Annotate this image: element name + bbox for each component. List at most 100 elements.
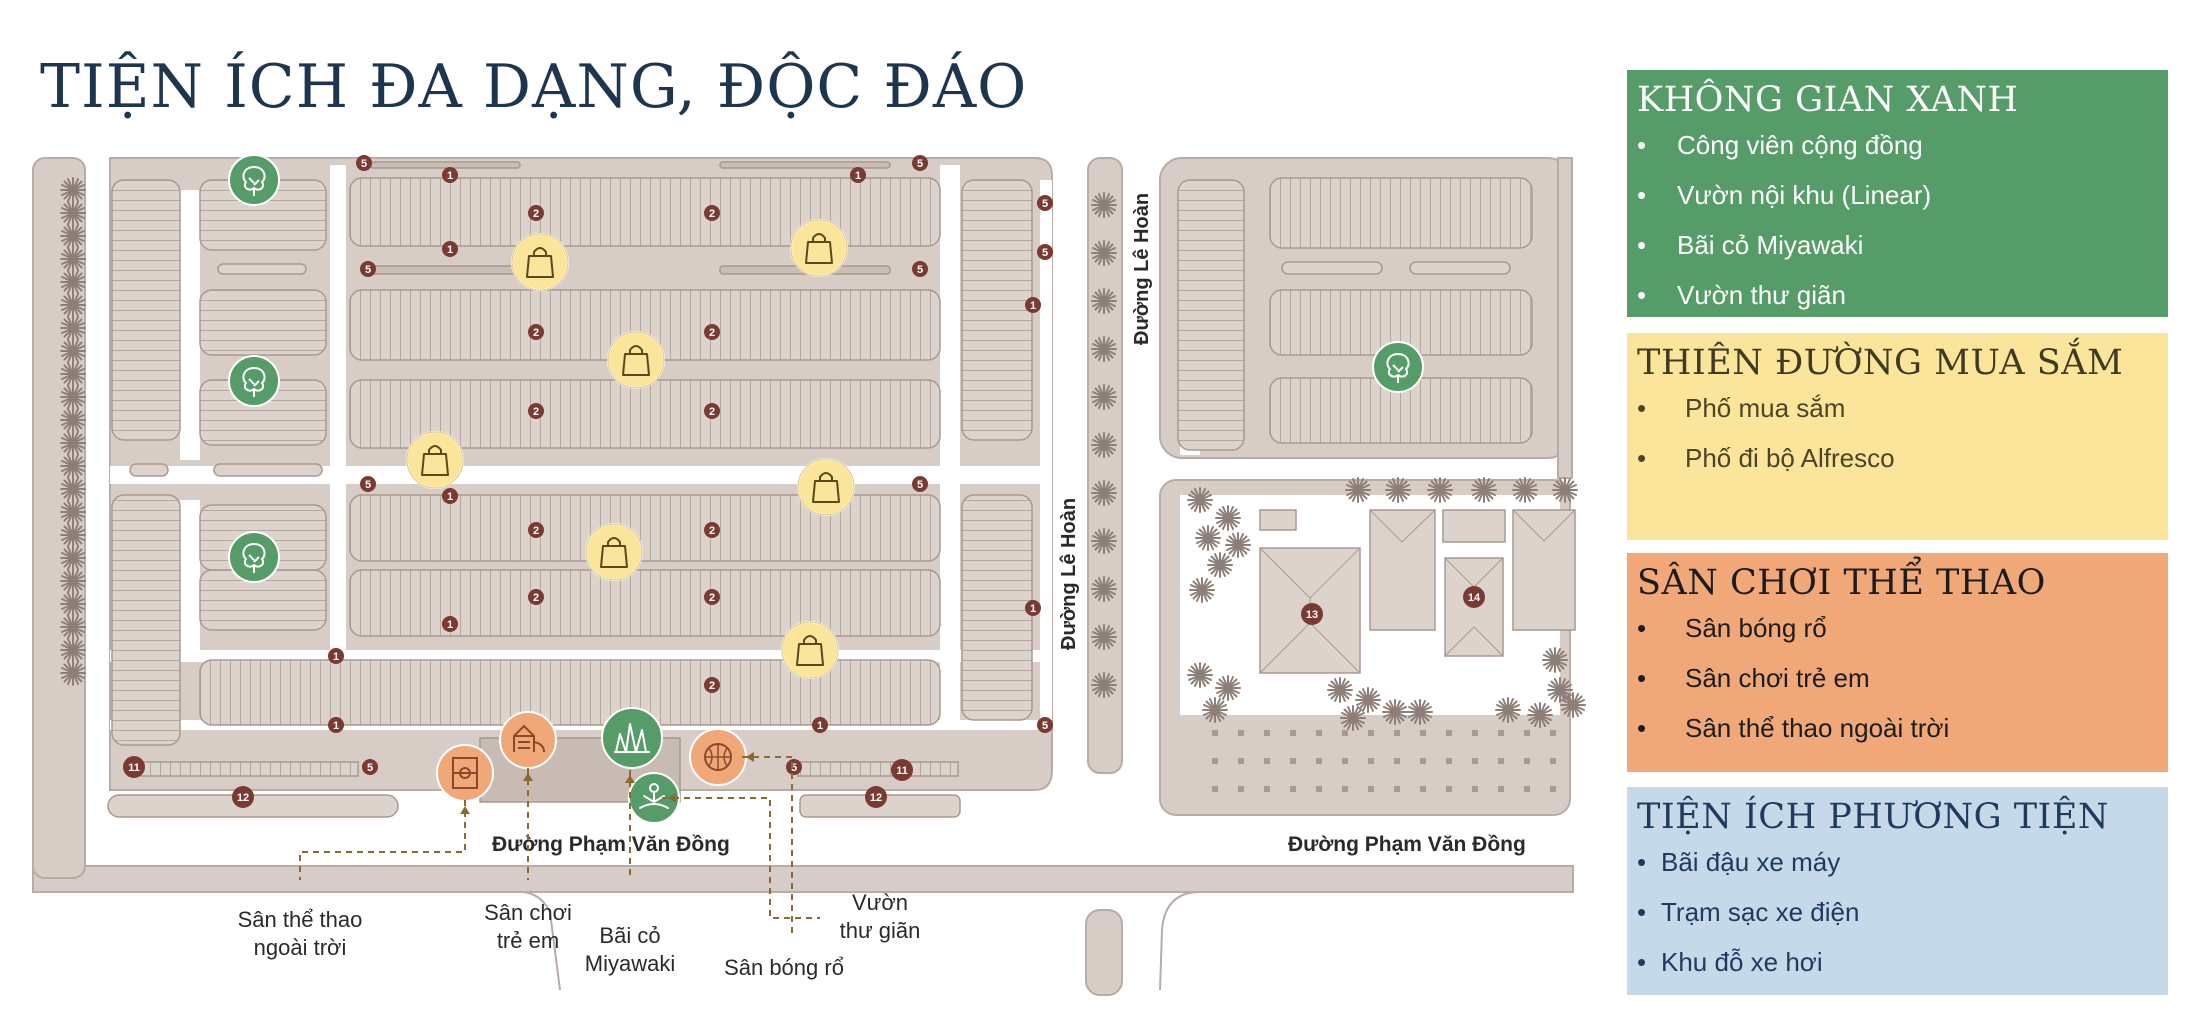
tree-icon[interactable] — [228, 531, 280, 583]
svg-text:5: 5 — [365, 479, 371, 491]
svg-text:5: 5 — [917, 264, 923, 276]
svg-text:12: 12 — [237, 792, 249, 804]
shopping-bag-icon[interactable] — [790, 219, 848, 277]
lot-number-badge: 1 — [1025, 600, 1041, 616]
lot-number-badge: 1 — [1025, 297, 1041, 313]
svg-text:1: 1 — [333, 651, 339, 663]
lot-number-badge: 5 — [356, 155, 372, 171]
tree-symbol — [1187, 487, 1213, 513]
svg-text:2: 2 — [533, 525, 539, 537]
lot-number-badge: 1 — [442, 488, 458, 504]
svg-text:13: 13 — [1306, 609, 1318, 621]
tree-symbol — [1091, 288, 1117, 314]
lot-number-badge: 5 — [1037, 195, 1053, 211]
lot-number-badge: 5 — [362, 759, 378, 775]
tree-symbol — [1215, 505, 1241, 531]
tree-symbol — [60, 499, 86, 525]
legend-item: Sân bóng rổ — [1637, 613, 2158, 643]
tree-symbol — [60, 223, 86, 249]
tree-symbol — [1202, 697, 1228, 723]
lot-number-badge: 5 — [912, 155, 928, 171]
lot-number-badge: 2 — [528, 522, 544, 538]
svg-text:1: 1 — [1030, 603, 1036, 615]
lot-number-badge: 1 — [442, 167, 458, 183]
grass-icon[interactable] — [601, 707, 663, 769]
svg-text:5: 5 — [367, 762, 373, 774]
shopping-bag-icon[interactable] — [607, 331, 665, 389]
svg-text:1: 1 — [447, 491, 453, 503]
callout-miyawaki-line2: Miyawaki — [585, 951, 675, 976]
svg-text:14: 14 — [1468, 592, 1481, 604]
tree-symbol — [1527, 702, 1553, 728]
tree-symbol — [1091, 336, 1117, 362]
tree-symbol — [1345, 477, 1371, 503]
svg-text:2: 2 — [533, 327, 539, 339]
svg-text:1: 1 — [447, 619, 453, 631]
lot-number-badge: 2 — [528, 403, 544, 419]
lot-number-badge: 2 — [704, 324, 720, 340]
svg-text:5: 5 — [1042, 247, 1048, 259]
callout-outdoor-sports-line2: ngoài trời — [254, 935, 347, 960]
legend-item: Phố mua sắm — [1637, 393, 2158, 423]
shopping-bag-icon[interactable] — [406, 431, 464, 489]
legend-title-shopping: THIÊN ĐƯỜNG MUA SẮM — [1637, 343, 2124, 383]
tree-icon[interactable] — [228, 355, 280, 407]
playground-icon[interactable] — [499, 711, 557, 769]
svg-text:1: 1 — [817, 720, 823, 732]
lot-number-badges: 1112222222222211111111555555555551111121… — [123, 155, 1485, 808]
svg-text:1: 1 — [447, 170, 453, 182]
tree-symbol — [1215, 675, 1241, 701]
svg-text:2: 2 — [709, 592, 715, 604]
tree-symbol — [60, 430, 86, 456]
callout-kids-playground-line1: Sân chơi — [484, 900, 572, 925]
legend-item: Vườn nội khu (Linear) — [1637, 180, 2158, 210]
tree-symbol — [60, 660, 86, 686]
tree-symbol — [60, 177, 86, 203]
shopping-bag-icon[interactable] — [781, 621, 839, 679]
legend-item: Trạm sạc xe điện — [1637, 897, 2158, 927]
lot-number-badge: 2 — [704, 403, 720, 419]
tree-symbol — [1512, 477, 1538, 503]
lot-number-badge: 5 — [360, 261, 376, 277]
svg-text:5: 5 — [791, 762, 797, 774]
lot-number-badge: 1 — [328, 717, 344, 733]
svg-text:2: 2 — [533, 592, 539, 604]
svg-text:11: 11 — [896, 765, 908, 777]
site-plan-map: 1112222222222211111111555555555551111121… — [32, 154, 1586, 996]
shopping-bag-icon[interactable] — [585, 523, 643, 581]
legend-item: Vườn thư giãn — [1637, 280, 2158, 310]
sports-field-icon[interactable] — [436, 744, 494, 802]
tree-symbol — [1542, 647, 1568, 673]
lot-number-badge: 5 — [360, 476, 376, 492]
legend-item: Sân thể thao ngoài trời — [1637, 713, 2158, 743]
tree-symbol — [60, 614, 86, 640]
lot-number-badge: 11 — [123, 756, 145, 778]
tree-symbol — [1552, 477, 1578, 503]
legend-title-green-space: KHÔNG GIAN XANH — [1637, 80, 2019, 120]
tree-icon[interactable] — [1372, 341, 1424, 393]
lot-number-badge: 11 — [891, 759, 913, 781]
tree-symbol — [1091, 528, 1117, 554]
lot-number-badge: 2 — [528, 205, 544, 221]
lot-number-badge: 2 — [704, 522, 720, 538]
tree-symbol — [1327, 677, 1353, 703]
svg-text:2: 2 — [533, 406, 539, 418]
shopping-bag-icon[interactable] — [797, 458, 855, 516]
lot-number-badge: 5 — [912, 476, 928, 492]
svg-text:5: 5 — [917, 158, 923, 170]
page-title: TIỆN ÍCH ĐA DẠNG, ĐỘC ĐÁO — [40, 52, 1028, 122]
tree-symbol — [60, 200, 86, 226]
lot-number-badge: 2 — [528, 324, 544, 340]
lot-number-badge: 5 — [912, 261, 928, 277]
tree-symbol — [1091, 624, 1117, 650]
tree-symbol — [1091, 240, 1117, 266]
lot-number-badge: 2 — [704, 677, 720, 693]
tree-symbol — [1407, 699, 1433, 725]
shopping-bag-icon[interactable] — [511, 233, 569, 291]
tree-symbol — [1340, 705, 1366, 731]
svg-text:11: 11 — [128, 762, 140, 774]
lot-number-badge: 1 — [812, 717, 828, 733]
lot-blocks-right — [1177, 177, 1533, 451]
tree-icon[interactable] — [228, 154, 280, 206]
basketball-icon[interactable] — [689, 728, 747, 786]
